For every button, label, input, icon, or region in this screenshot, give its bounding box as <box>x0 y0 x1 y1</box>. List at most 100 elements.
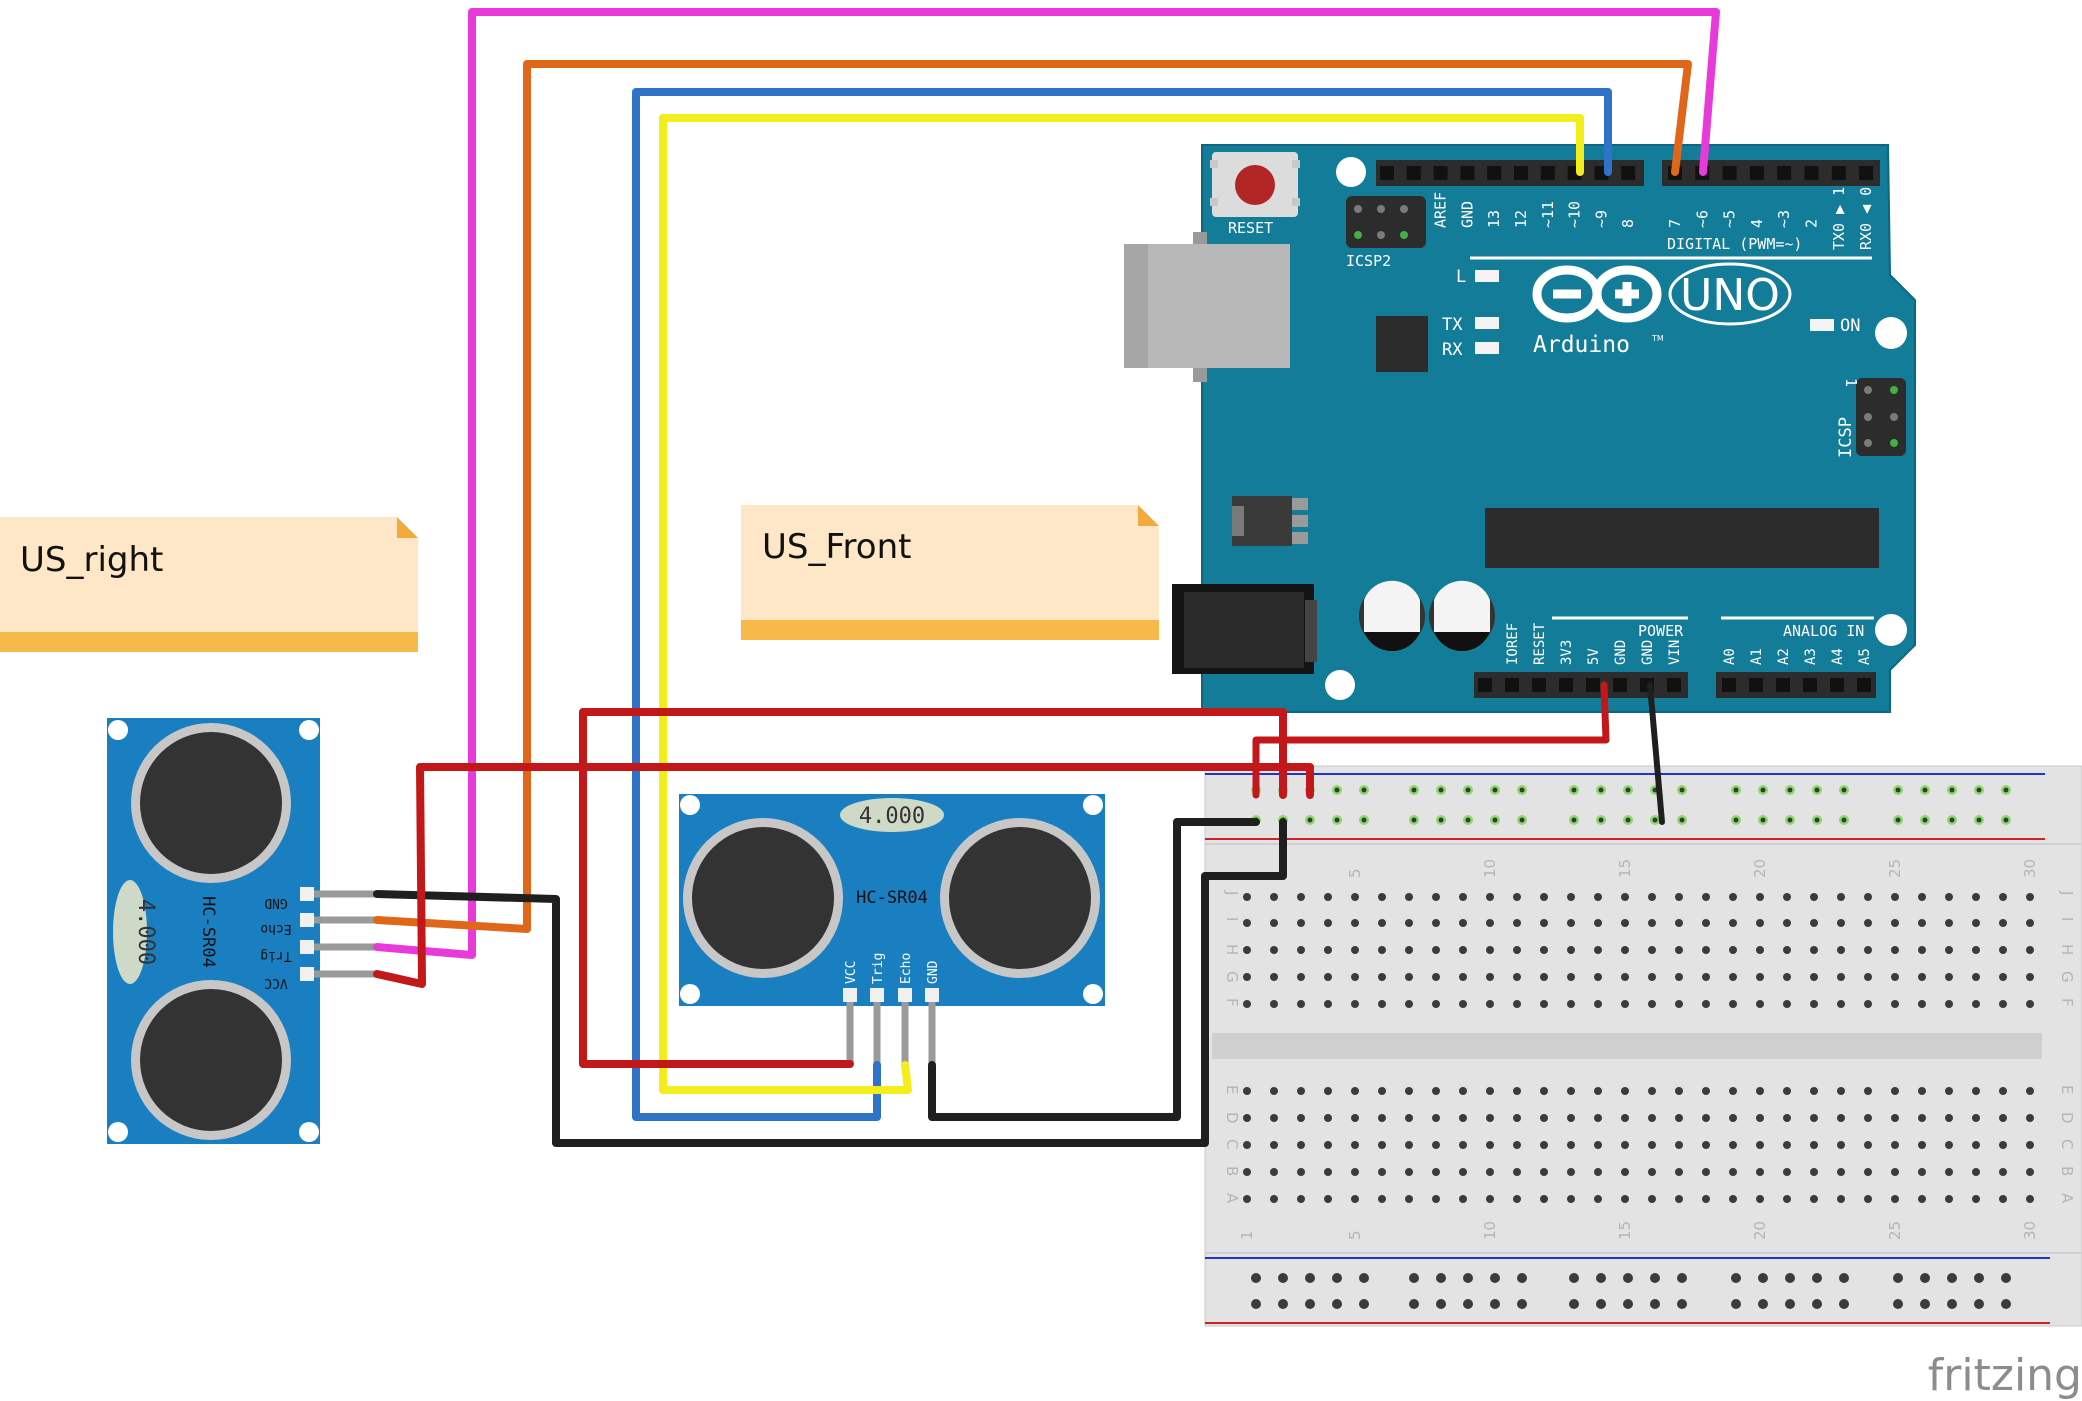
rail-hole[interactable] <box>1251 1299 1261 1309</box>
reset-button[interactable] <box>1210 152 1300 217</box>
breadboard-hole[interactable] <box>1297 893 1305 901</box>
breadboard-hole[interactable] <box>1702 919 1710 927</box>
breadboard-hole[interactable] <box>1810 1000 1818 1008</box>
breadboard-hole[interactable] <box>1837 919 1845 927</box>
breadboard-hole[interactable] <box>1270 1195 1278 1203</box>
breadboard-hole[interactable] <box>1864 973 1872 981</box>
breadboard-hole[interactable] <box>1972 1141 1980 1149</box>
breadboard-hole[interactable] <box>1729 919 1737 927</box>
breadboard-hole[interactable] <box>1864 1000 1872 1008</box>
breadboard-hole[interactable] <box>1378 1087 1386 1095</box>
breadboard-hole[interactable] <box>2026 893 2034 901</box>
breadboard-hole[interactable] <box>1891 1000 1899 1008</box>
digital-pin-socket[interactable] <box>1722 166 1737 180</box>
breadboard-hole[interactable] <box>1243 1195 1251 1203</box>
breadboard-hole[interactable] <box>1324 1195 1332 1203</box>
breadboard-hole[interactable] <box>1972 1168 1980 1176</box>
breadboard-hole[interactable] <box>1675 893 1683 901</box>
breadboard-hole[interactable] <box>1540 946 1548 954</box>
breadboard-hole[interactable] <box>1540 1087 1548 1095</box>
breadboard-hole[interactable] <box>2026 946 2034 954</box>
breadboard-hole[interactable] <box>1405 1168 1413 1176</box>
breadboard-hole[interactable] <box>1756 1168 1764 1176</box>
breadboard-hole[interactable] <box>1837 893 1845 901</box>
breadboard-hole[interactable] <box>1297 1195 1305 1203</box>
breadboard-hole[interactable] <box>1324 1114 1332 1122</box>
breadboard-hole[interactable] <box>1756 973 1764 981</box>
breadboard-hole[interactable] <box>1243 919 1251 927</box>
breadboard-hole[interactable] <box>1513 919 1521 927</box>
breadboard-hole[interactable] <box>1864 1114 1872 1122</box>
digital-pin-socket[interactable] <box>1859 166 1874 180</box>
breadboard-hole[interactable] <box>1945 1114 1953 1122</box>
power-pin-socket[interactable] <box>1478 678 1492 692</box>
breadboard-hole[interactable] <box>1972 1087 1980 1095</box>
breadboard-hole[interactable] <box>1621 1168 1629 1176</box>
breadboard-hole[interactable] <box>1486 919 1494 927</box>
breadboard-hole[interactable] <box>1351 1141 1359 1149</box>
breadboard-hole[interactable] <box>1999 893 2007 901</box>
breadboard-hole[interactable] <box>1783 946 1791 954</box>
breadboard-hole[interactable] <box>1729 1141 1737 1149</box>
breadboard-hole[interactable] <box>1837 946 1845 954</box>
breadboard-hole[interactable] <box>1324 973 1332 981</box>
power-pin-socket[interactable] <box>1532 678 1546 692</box>
rail-hole[interactable] <box>1893 1273 1903 1283</box>
digital-pin-socket[interactable] <box>1433 166 1448 180</box>
breadboard-hole[interactable] <box>1999 1114 2007 1122</box>
breadboard-hole[interactable] <box>1567 1114 1575 1122</box>
breadboard-hole[interactable] <box>1297 1087 1305 1095</box>
breadboard-hole[interactable] <box>1486 1141 1494 1149</box>
breadboard-hole[interactable] <box>1918 1000 1926 1008</box>
breadboard-hole[interactable] <box>1621 1087 1629 1095</box>
breadboard-hole[interactable] <box>1756 1087 1764 1095</box>
power-pin-socket[interactable] <box>1505 678 1519 692</box>
breadboard-hole[interactable] <box>1891 946 1899 954</box>
breadboard-hole[interactable] <box>1243 1168 1251 1176</box>
breadboard-hole[interactable] <box>1351 1087 1359 1095</box>
breadboard-hole[interactable] <box>1864 893 1872 901</box>
breadboard-hole[interactable] <box>1783 1114 1791 1122</box>
breadboard-hole[interactable] <box>1702 893 1710 901</box>
breadboard-hole[interactable] <box>1459 1141 1467 1149</box>
breadboard-hole[interactable] <box>1270 1000 1278 1008</box>
breadboard-hole[interactable] <box>2026 1114 2034 1122</box>
breadboard-hole[interactable] <box>1756 893 1764 901</box>
breadboard-hole[interactable] <box>1594 1114 1602 1122</box>
rail-hole[interactable] <box>1758 1273 1768 1283</box>
breadboard-hole[interactable] <box>1648 1168 1656 1176</box>
breadboard-hole[interactable] <box>1783 1087 1791 1095</box>
breadboard-hole[interactable] <box>1513 1087 1521 1095</box>
digital-pin-socket[interactable] <box>1514 166 1528 180</box>
rail-hole[interactable] <box>1623 1273 1633 1283</box>
rail-hole[interactable] <box>1463 1273 1473 1283</box>
rail-hole[interactable] <box>1517 1299 1527 1309</box>
breadboard-hole[interactable] <box>1378 1000 1386 1008</box>
breadboard-hole[interactable] <box>1378 1141 1386 1149</box>
breadboard-hole[interactable] <box>1810 919 1818 927</box>
breadboard-hole[interactable] <box>1567 1087 1575 1095</box>
breadboard-hole[interactable] <box>1351 1000 1359 1008</box>
digital-pin-socket[interactable] <box>1621 166 1636 180</box>
rail-hole[interactable] <box>1731 1299 1741 1309</box>
breadboard-hole[interactable] <box>1243 1141 1251 1149</box>
power-pin-socket[interactable] <box>1722 678 1736 692</box>
rail-hole[interactable] <box>1731 1273 1741 1283</box>
breadboard-hole[interactable] <box>1405 946 1413 954</box>
breadboard-hole[interactable] <box>1864 1141 1872 1149</box>
breadboard-hole[interactable] <box>1675 1168 1683 1176</box>
rail-hole[interactable] <box>2001 1299 2011 1309</box>
breadboard-hole[interactable] <box>1648 919 1656 927</box>
breadboard-hole[interactable] <box>1945 973 1953 981</box>
rail-hole[interactable] <box>1974 1299 1984 1309</box>
breadboard-hole[interactable] <box>1783 1168 1791 1176</box>
breadboard-hole[interactable] <box>1999 1195 2007 1203</box>
breadboard-hole[interactable] <box>1567 1000 1575 1008</box>
breadboard-hole[interactable] <box>1297 1168 1305 1176</box>
breadboard-hole[interactable] <box>1891 919 1899 927</box>
breadboard-hole[interactable] <box>1675 919 1683 927</box>
breadboard-hole[interactable] <box>1351 1195 1359 1203</box>
digital-pin-socket[interactable] <box>1831 166 1846 180</box>
breadboard-hole[interactable] <box>1783 919 1791 927</box>
breadboard-hole[interactable] <box>1540 1114 1548 1122</box>
